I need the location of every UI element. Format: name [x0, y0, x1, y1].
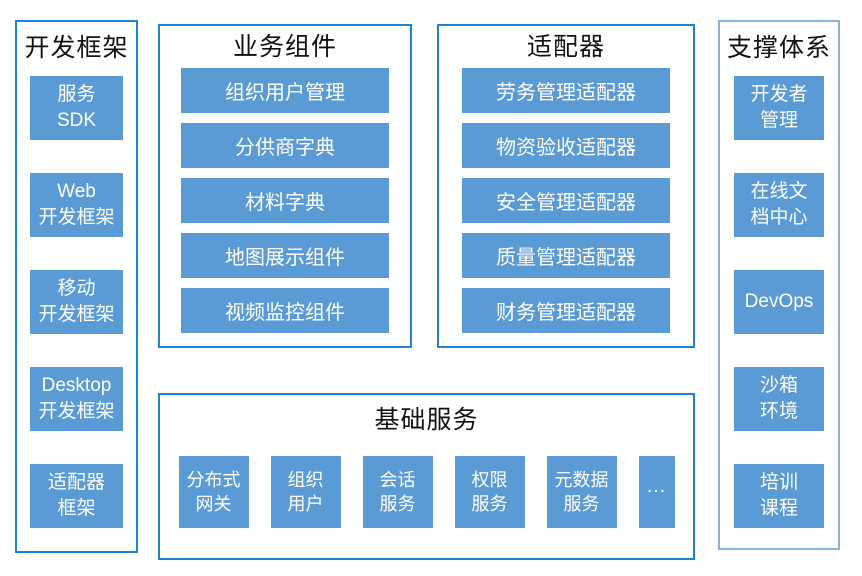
- box-sandbox-environment: 沙箱 环境: [734, 367, 824, 431]
- box-distributed-gateway: 分布式 网关: [178, 456, 249, 528]
- box-org-user-service: 组织 用户: [270, 456, 341, 528]
- box-material-dictionary: 材料字典: [181, 178, 389, 223]
- box-supplier-dictionary: 分供商字典: [181, 123, 389, 168]
- adapters-item-list: 劳务管理适配器 物资验收适配器 安全管理适配器 质量管理适配器 财务管理适配器: [439, 68, 693, 333]
- box-org-user-management: 组织用户管理: [181, 68, 389, 113]
- panel-adapters: 适配器 劳务管理适配器 物资验收适配器 安全管理适配器 质量管理适配器 财务管理…: [437, 24, 695, 348]
- box-metadata-service: 元数据 服务: [546, 456, 617, 528]
- box-material-acceptance-adapter: 物资验收适配器: [462, 123, 670, 168]
- panel-support-system: 支撑体系 开发者 管理 在线文 档中心 DevOps 沙箱 环境 培训 课程: [718, 20, 840, 550]
- panel-title-dev-framework: 开发框架: [24, 34, 129, 62]
- box-online-doc-center: 在线文 档中心: [734, 173, 824, 237]
- box-map-display-component: 地图展示组件: [181, 233, 389, 278]
- panel-title-support-system: 支撑体系: [726, 34, 831, 62]
- box-video-monitor-component: 视频监控组件: [181, 288, 389, 333]
- box-mobile-dev-framework: 移动 开发框架: [30, 270, 123, 334]
- box-devops: DevOps: [734, 270, 824, 334]
- support-system-item-list: 开发者 管理 在线文 档中心 DevOps 沙箱 环境 培训 课程: [720, 76, 838, 528]
- panel-business-components: 业务组件 组织用户管理 分供商字典 材料字典 地图展示组件 视频监控组件: [158, 24, 412, 348]
- box-service-sdk: 服务 SDK: [30, 76, 123, 140]
- box-finance-management-adapter: 财务管理适配器: [462, 288, 670, 333]
- box-quality-management-adapter: 质量管理适配器: [462, 233, 670, 278]
- box-desktop-dev-framework: Desktop 开发框架: [30, 367, 123, 431]
- box-more-services-ellipsis: …: [638, 456, 675, 528]
- box-session-service: 会话 服务: [362, 456, 433, 528]
- basic-services-item-list: 分布式 网关 组织 用户 会话 服务 权限 服务 元数据 服务 …: [160, 456, 693, 528]
- box-adapter-framework: 适配器 框架: [30, 464, 123, 528]
- box-web-dev-framework: Web 开发框架: [30, 173, 123, 237]
- box-labor-management-adapter: 劳务管理适配器: [462, 68, 670, 113]
- box-training-courses: 培训 课程: [734, 464, 824, 528]
- box-permission-service: 权限 服务: [454, 456, 525, 528]
- dev-framework-item-list: 服务 SDK Web 开发框架 移动 开发框架 Desktop 开发框架 适配器…: [17, 76, 136, 528]
- panel-title-basic-services: 基础服务: [374, 406, 479, 434]
- business-components-item-list: 组织用户管理 分供商字典 材料字典 地图展示组件 视频监控组件: [160, 68, 410, 333]
- box-safety-management-adapter: 安全管理适配器: [462, 178, 670, 223]
- box-developer-management: 开发者 管理: [734, 76, 824, 140]
- panel-title-business-components: 业务组件: [232, 33, 337, 61]
- panel-title-adapters: 适配器: [526, 33, 605, 61]
- panel-basic-services: 基础服务 分布式 网关 组织 用户 会话 服务 权限 服务 元数据 服务 …: [158, 393, 695, 560]
- panel-dev-framework: 开发框架 服务 SDK Web 开发框架 移动 开发框架 Desktop 开发框…: [15, 20, 138, 553]
